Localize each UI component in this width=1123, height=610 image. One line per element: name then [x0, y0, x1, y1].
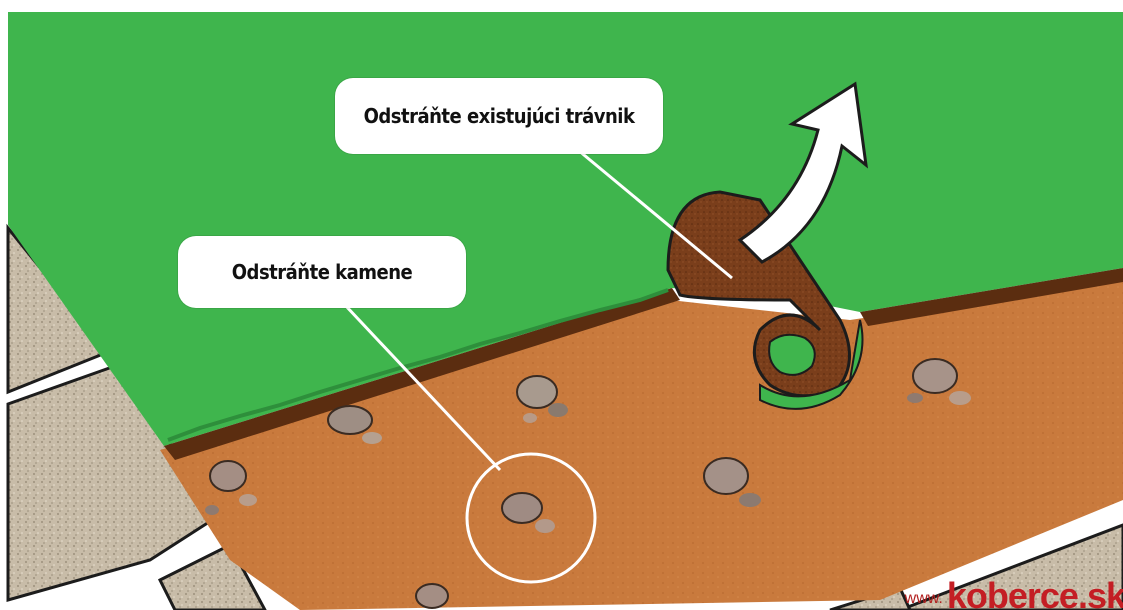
callout-remove-stones-text: Odstráňte kamene — [232, 260, 412, 284]
turf-roll-inner-grass — [769, 335, 815, 375]
brand-name: koberce.sk — [947, 578, 1123, 610]
brand-watermark: www. koberce.sk — [905, 578, 1123, 610]
callout-remove-stones: Odstráňte kamene — [178, 236, 466, 308]
brand-prefix: www. — [905, 590, 943, 608]
stone-cluster — [416, 584, 448, 608]
callout-remove-lawn-text: Odstráňte existujúci trávnik — [364, 104, 635, 128]
callout-remove-lawn: Odstráňte existujúci trávnik — [335, 78, 663, 154]
